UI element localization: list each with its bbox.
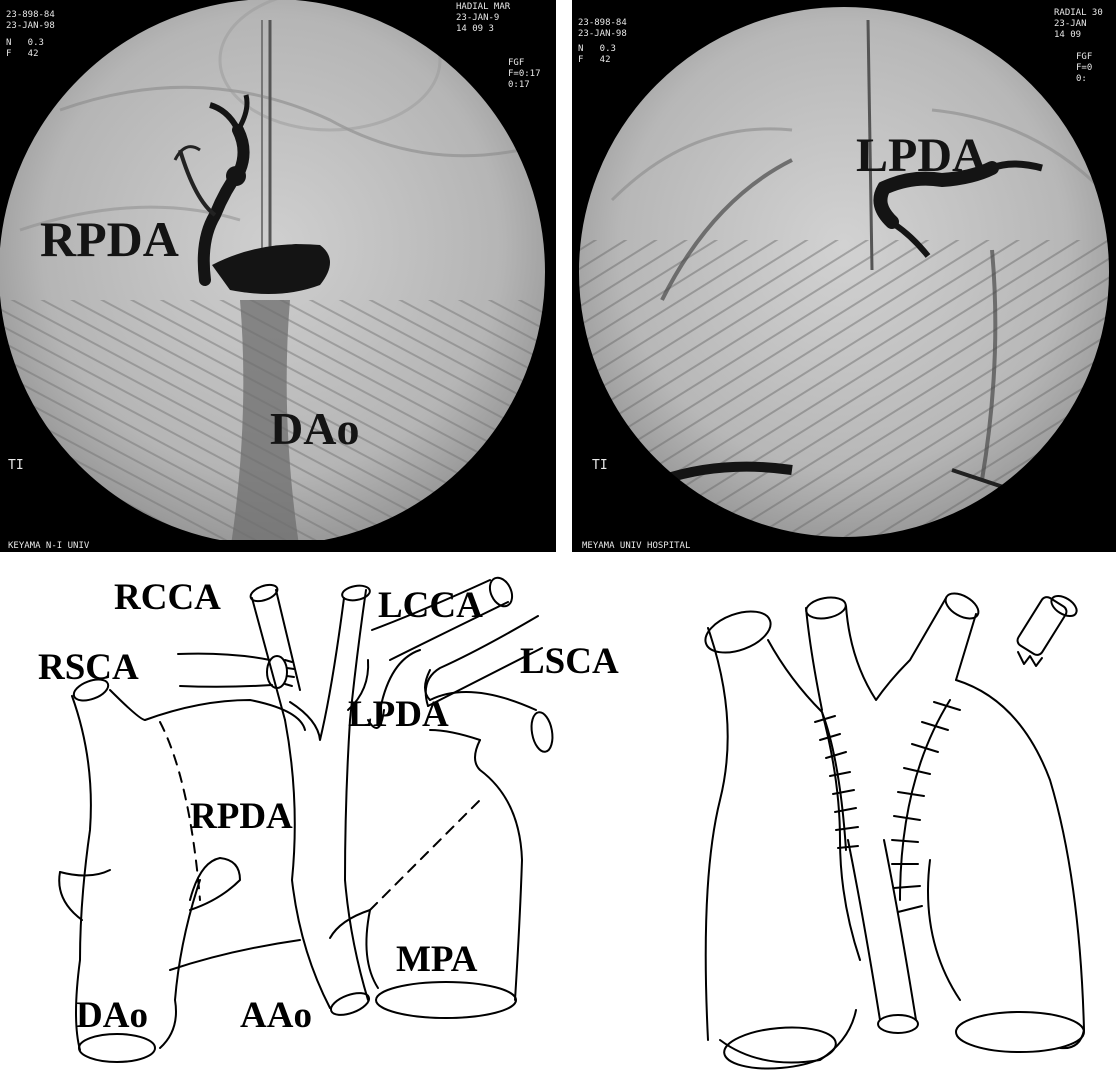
overlay-frame-info: FGF F=0 0: <box>1076 52 1092 85</box>
label-lsca: LSCA <box>520 642 619 682</box>
label-mpa: MPA <box>396 940 478 980</box>
postop-dao <box>706 628 728 1040</box>
schematic-postop <box>700 588 1084 1072</box>
label-rsca: RSCA <box>38 648 139 688</box>
overlay-params: N 0.3 F 42 <box>6 38 44 60</box>
overlay-params: N 0.3 F 42 <box>578 44 616 66</box>
label-rpda: RPDA <box>190 797 293 837</box>
orientation-marker: TI <box>8 460 24 471</box>
label-dao: DAo <box>76 996 148 1036</box>
postop-mpa <box>956 680 1084 1030</box>
angiogram-left-image <box>572 0 1116 552</box>
overlay-study-time: RADIAL 30 23-JAN 14 09 <box>1054 8 1103 41</box>
overlay-frame-info: FGF F=0:17 0:17 <box>508 58 541 91</box>
label-lpda: LPDA <box>348 695 449 735</box>
rsca-conduit <box>178 654 270 660</box>
mpa-vessel <box>475 740 522 1000</box>
label-rcca: RCCA <box>114 578 221 618</box>
excised-stump <box>1015 595 1068 657</box>
label-lcca: LCCA <box>378 586 483 626</box>
angiogram-right-pda: 23-898-84 23-JAN-98 HADIAL MAR 23-JAN-9 … <box>0 0 556 552</box>
overlay-footer: KEYAMA N-I UNIV <box>8 541 89 552</box>
overlay-footer: MEYAMA UNIV HOSPITAL <box>582 541 690 552</box>
overlay-id-date: 23-898-84 23-JAN-98 <box>6 10 55 32</box>
postop-aao <box>806 608 822 710</box>
angiogram-right-image <box>0 0 556 552</box>
overlay-study-time: HADIAL MAR 23-JAN-9 14 09 3 <box>456 2 510 35</box>
label-aao: AAo <box>240 996 312 1036</box>
angiogram-left-pda: 23-898-84 23-JAN-98 RADIAL 30 23-JAN 14 … <box>572 0 1116 552</box>
label-rpda-angio: RPDA <box>40 210 179 268</box>
suture-line-right <box>900 700 950 900</box>
label-dao-angio: DAo <box>270 402 359 455</box>
overlay-id-date: 23-898-84 23-JAN-98 <box>578 18 627 40</box>
orientation-marker: TI <box>592 460 608 471</box>
label-lpda-angio: LPDA <box>856 128 987 183</box>
surgical-diagrams <box>0 556 1116 1072</box>
